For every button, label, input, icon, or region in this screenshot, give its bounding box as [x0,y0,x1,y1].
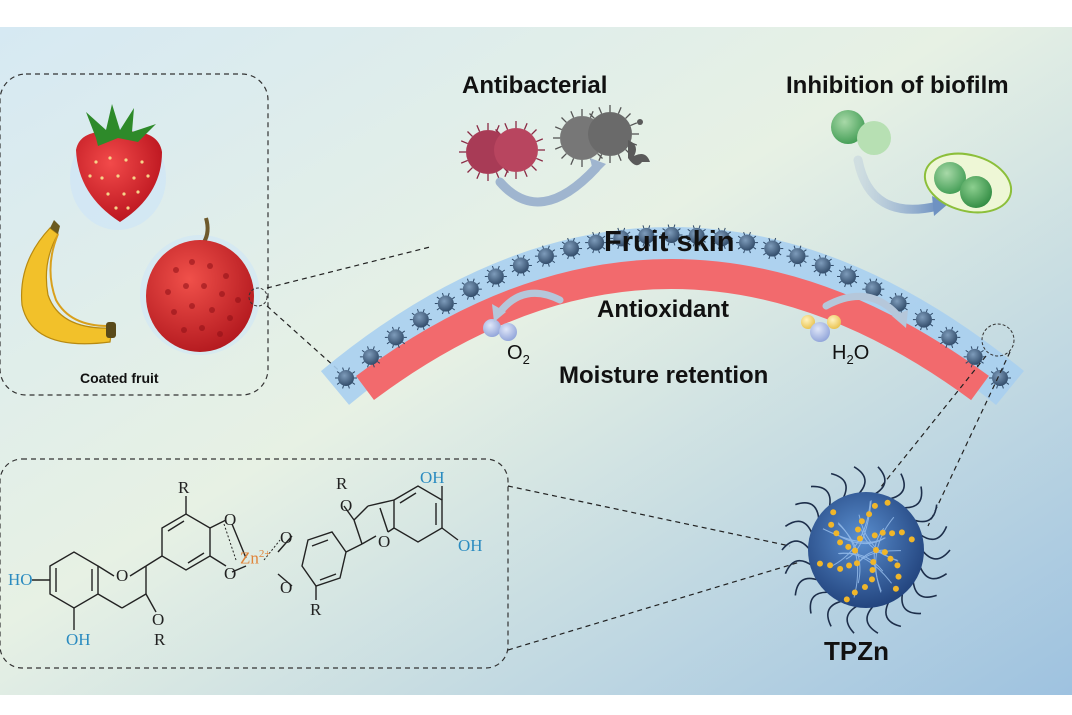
zoom-line-upper [266,246,431,289]
atom-o-catechol-upper-left: O [224,510,237,529]
coating-nanoparticle [789,248,806,265]
atom-o-catechol-lower-right: O [280,578,293,597]
atom-o-catechol-lower-left: O [224,564,237,583]
banana-illustration [20,220,116,345]
coating-nanoparticle [362,348,379,365]
coating-nanoparticle [713,230,730,247]
biofilm-cells-icon [831,110,891,155]
coating-nanoparticle [412,311,429,328]
coating-nanoparticle [865,281,882,298]
biofilm-arrow [853,155,943,214]
atom-ho-left: HO [8,570,33,589]
water-arrow [822,292,904,322]
coating-nanoparticle [437,295,454,312]
atom-o-catechol-upper-right: O [280,528,293,547]
coating-nanoparticle [663,227,680,243]
biofilm-inhibited-icon [923,152,1013,214]
antioxidant-label: Antioxidant [597,296,729,323]
oxygen-arrow [496,289,564,316]
oxygen-molecule-icon [483,319,517,341]
atom-o-ring-left: O [116,566,129,585]
biofilm-arrowhead [932,196,948,216]
water-formula-label: H2O [832,342,870,367]
atom-oh-bottom: OH [66,630,91,649]
lychee-illustration [140,217,268,355]
coating-nanoparticle [764,240,781,257]
fruit-skin-label: Fruit skin [604,226,735,258]
coating-nanoparticle [739,234,756,251]
dead-bacteria-icon [553,105,650,167]
atom-zinc: Zn2+ [240,548,271,568]
coating-nanoparticle [537,248,554,265]
zoom-line-structure-lower [507,561,801,651]
zn-coordination-bond-right [263,539,281,561]
coating-nanoparticle [613,230,630,247]
coating-nanoparticle [941,329,958,346]
coating-nanoparticle [387,329,404,346]
structure-box [0,458,509,669]
antibacterial-label: Antibacterial [462,72,608,99]
atom-o-ring-right: O [378,532,391,551]
coating-nanoparticle [462,281,479,298]
nanoparticle-coating [335,224,1011,389]
coating-nanoparticle [512,257,529,274]
antibacterial-arrowhead [590,158,606,176]
zoom-line-structure-upper [507,485,791,547]
atom-r-top-left: R [178,478,190,497]
atom-oh-right: OH [458,536,483,555]
coating-nanoparticle [563,240,580,257]
coating-nanoparticle [992,370,1008,386]
inhibition-biofilm-label: Inhibition of biofilm [786,72,1009,99]
zoom-line-tpzn-left [879,355,987,489]
coated-fruit-box [0,73,269,396]
coating-nanoparticle [814,257,831,274]
atom-r-bottom-right: R [310,600,322,619]
zoom-marker-right [981,323,1015,357]
coating-nanoparticle [588,234,605,251]
coating-nanoparticle [638,227,655,244]
atom-r-top-right: R [336,474,348,493]
atom-o-top-right: O [340,496,353,515]
atom-o-bottom-left: O [152,610,165,629]
strawberry-illustration [70,104,166,230]
tpzn-label: TPZn [824,636,889,666]
coating-nanoparticle [487,268,504,285]
oxygen-arrowhead [492,304,506,322]
tpzn-nanoparticle-icon [781,466,951,634]
atom-r-bottom-left: R [154,630,166,649]
coating-nanoparticle [966,348,983,365]
coating-nanoparticle [688,227,705,244]
coating-nanoparticle [915,311,932,328]
live-bacteria-icon [459,121,545,181]
water-molecule-icon [801,315,841,342]
coated-fruit-label: Coated fruit [80,370,159,386]
atom-oh-top: OH [420,468,445,487]
coating-nanoparticle [840,268,857,285]
antibacterial-arrow [495,163,601,207]
background-panel [0,27,1072,695]
coating-nanoparticle [338,370,354,386]
moisture-retention-label: Moisture retention [559,362,769,389]
oxygen-formula-label: O2 [507,342,530,367]
chemical-structure-bonds [32,485,459,630]
water-arrowhead [892,310,908,328]
